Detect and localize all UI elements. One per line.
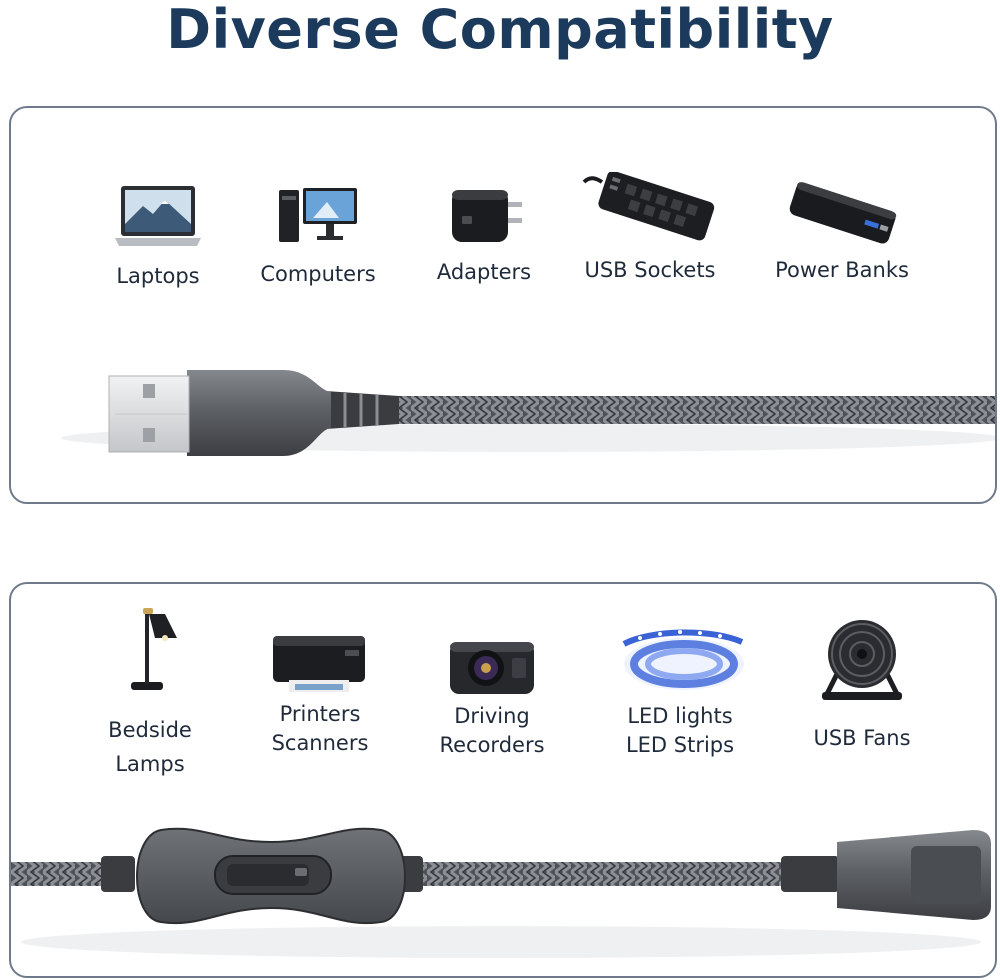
- power-strip-icon: [582, 172, 715, 241]
- device-laptops: Laptops: [63, 184, 253, 291]
- device-label-line2: Scanners: [271, 731, 369, 755]
- device-adapters: Adapters: [389, 180, 579, 287]
- device-usb-sockets: USB Sockets: [555, 172, 745, 285]
- device-led-strips: LED lights LED Strips: [585, 624, 775, 760]
- device-label: Adapters: [436, 260, 532, 284]
- device-label-line1: LED lights: [627, 704, 733, 728]
- usb-switch-extension-cable: [11, 827, 991, 958]
- dashcam-icon: [450, 642, 534, 694]
- device-bedside-lamps: Bedside Lamps: [55, 598, 245, 779]
- power-bank-icon: [789, 182, 897, 244]
- device-printers-scanners: Printers Scanners: [225, 628, 415, 758]
- usb-a-male-cable: [61, 370, 995, 456]
- device-label: USB Sockets: [584, 258, 716, 282]
- host-devices-panel: Laptops Computers Adapters: [9, 106, 997, 504]
- device-label-line1: USB Fans: [813, 726, 911, 750]
- wall-adapter-icon: [452, 190, 522, 242]
- led-strip-icon: [622, 629, 744, 690]
- usb-fan-icon: [822, 620, 902, 700]
- device-power-banks: Power Banks: [747, 178, 937, 285]
- device-label: Computers: [260, 262, 376, 286]
- braided-cable: [401, 862, 795, 886]
- usb-devices-panel: Bedside Lamps Printers Scanners Driving …: [9, 582, 997, 978]
- device-label-line1: Printers: [279, 702, 361, 726]
- lamp-icon: [131, 608, 177, 690]
- laptop-icon: [115, 186, 201, 246]
- device-label: Laptops: [116, 264, 200, 288]
- usb-a-connector-housing: [187, 370, 331, 456]
- device-label-line1: Driving: [454, 704, 530, 728]
- device-computers: Computers: [223, 182, 413, 289]
- page-title: Diverse Compatibility: [166, 0, 834, 61]
- device-driving-recorders: Driving Recorders: [397, 636, 587, 760]
- device-label-line2: LED Strips: [625, 733, 735, 757]
- device-label-line1: Bedside: [108, 718, 192, 742]
- desktop-computer-icon: [279, 188, 357, 242]
- printer-icon: [273, 636, 365, 692]
- device-label-line2: Lamps: [115, 752, 185, 776]
- device-usb-fans: USB Fans: [767, 614, 957, 753]
- device-label: Power Banks: [775, 258, 909, 282]
- braided-cable: [391, 396, 995, 424]
- device-label-line2: Recorders: [439, 733, 545, 757]
